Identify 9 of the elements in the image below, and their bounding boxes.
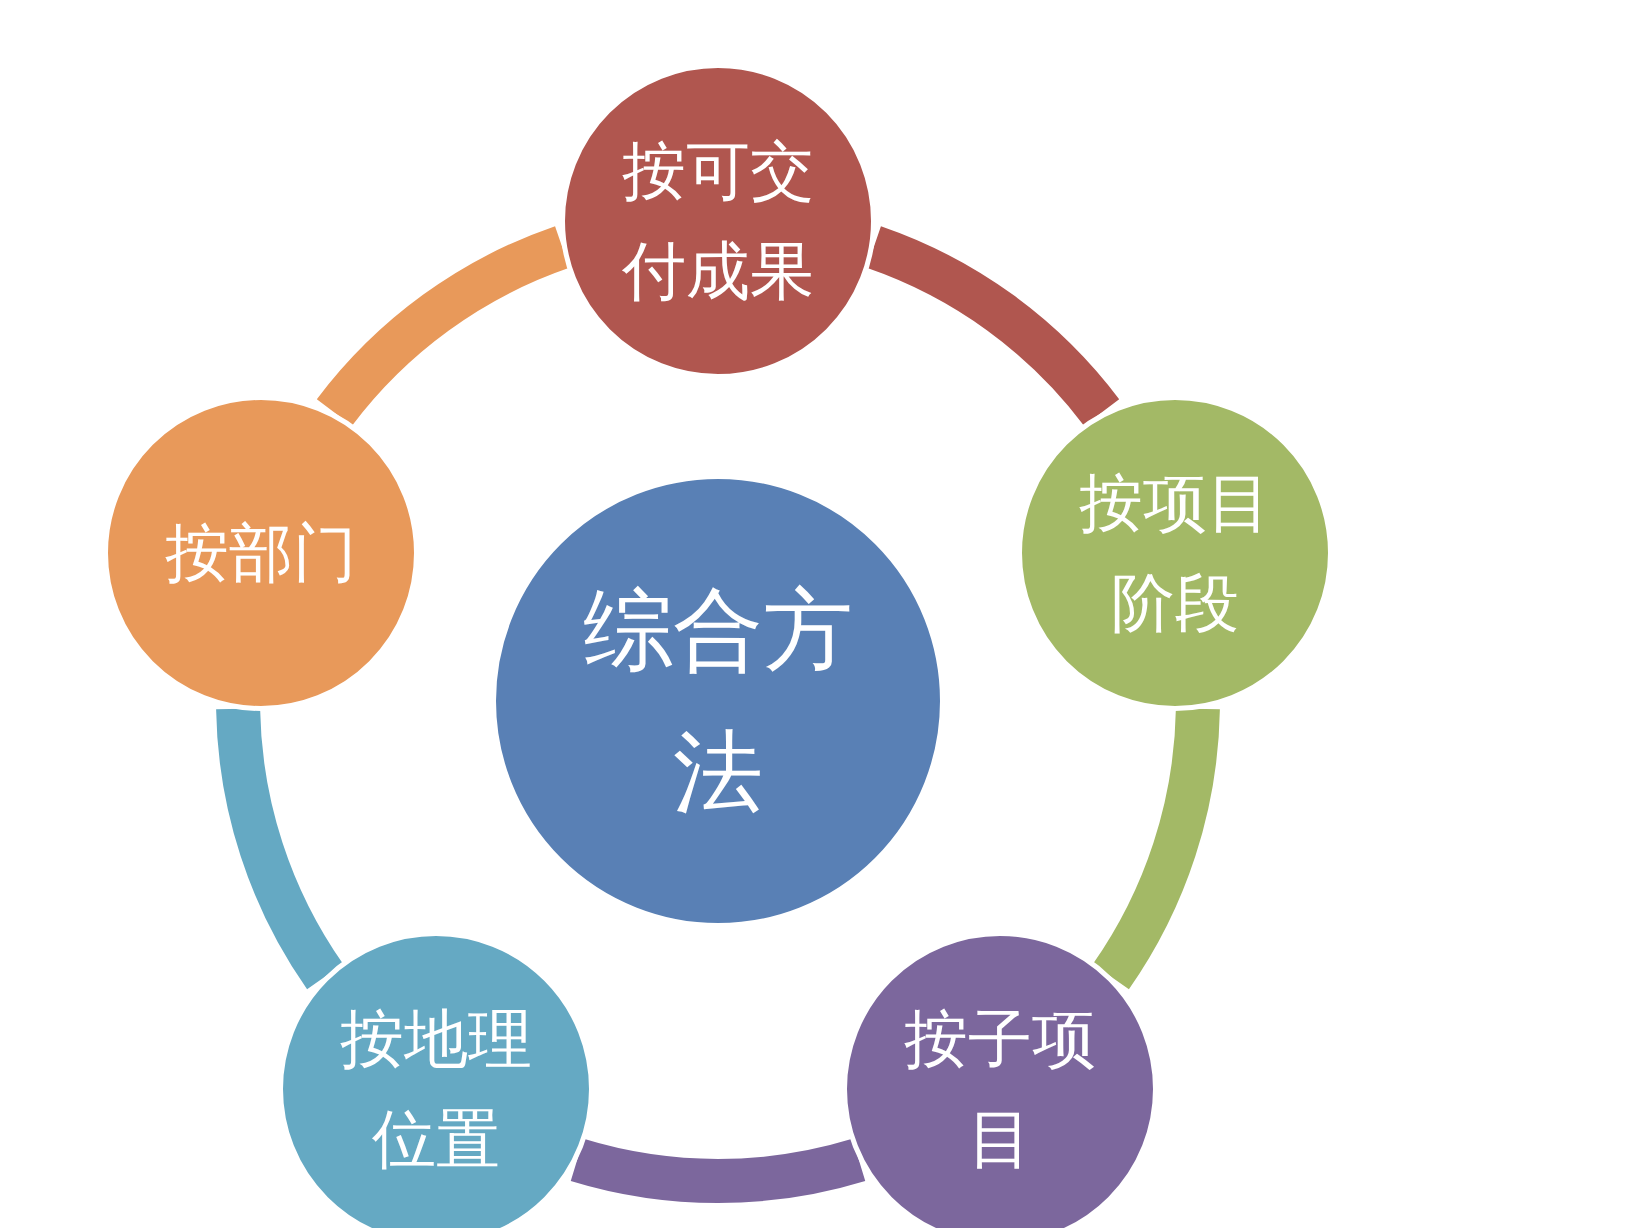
center-label: 综合方法: [582, 576, 854, 826]
topic-label: 按可交付成果: [621, 133, 815, 310]
topic-label: 按部门: [164, 514, 359, 592]
topic-label: 按地理位置: [338, 1001, 533, 1179]
topic-label: 按子项目: [903, 1001, 1098, 1179]
topic-label: 按项目阶段: [1077, 464, 1272, 642]
connector-arc: [1092, 707, 1220, 989]
connector-arc: [216, 707, 344, 989]
connector-arc: [572, 1138, 864, 1203]
